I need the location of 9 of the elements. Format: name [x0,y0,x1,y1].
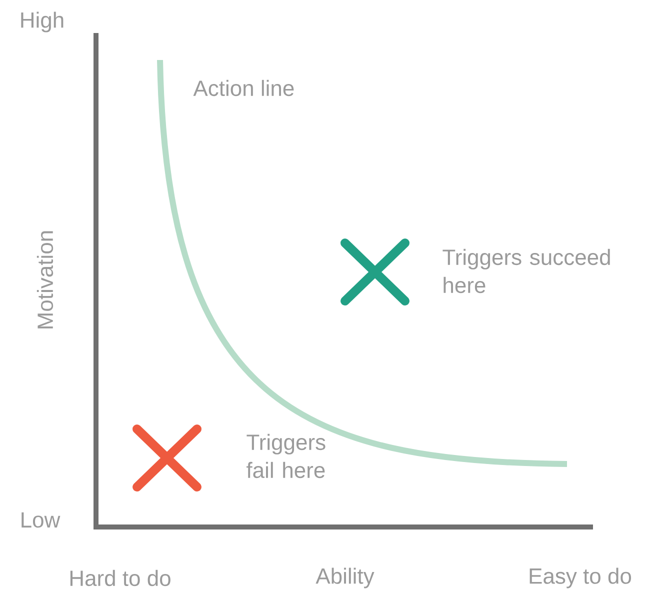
annotation-text: Triggers succeed here [442,248,610,294]
axis-tick-label: Easy to do [530,568,632,588]
axis-end-label: High [21,12,64,32]
axis-title: Motivation [36,231,54,328]
axis-tick-label: Hard to do [70,570,170,586]
axis-title: Ability [316,568,374,588]
annotation-text: Triggers fail here [246,434,326,478]
axis-end-label: Low [22,512,60,528]
curve-label: Action line [193,80,294,96]
